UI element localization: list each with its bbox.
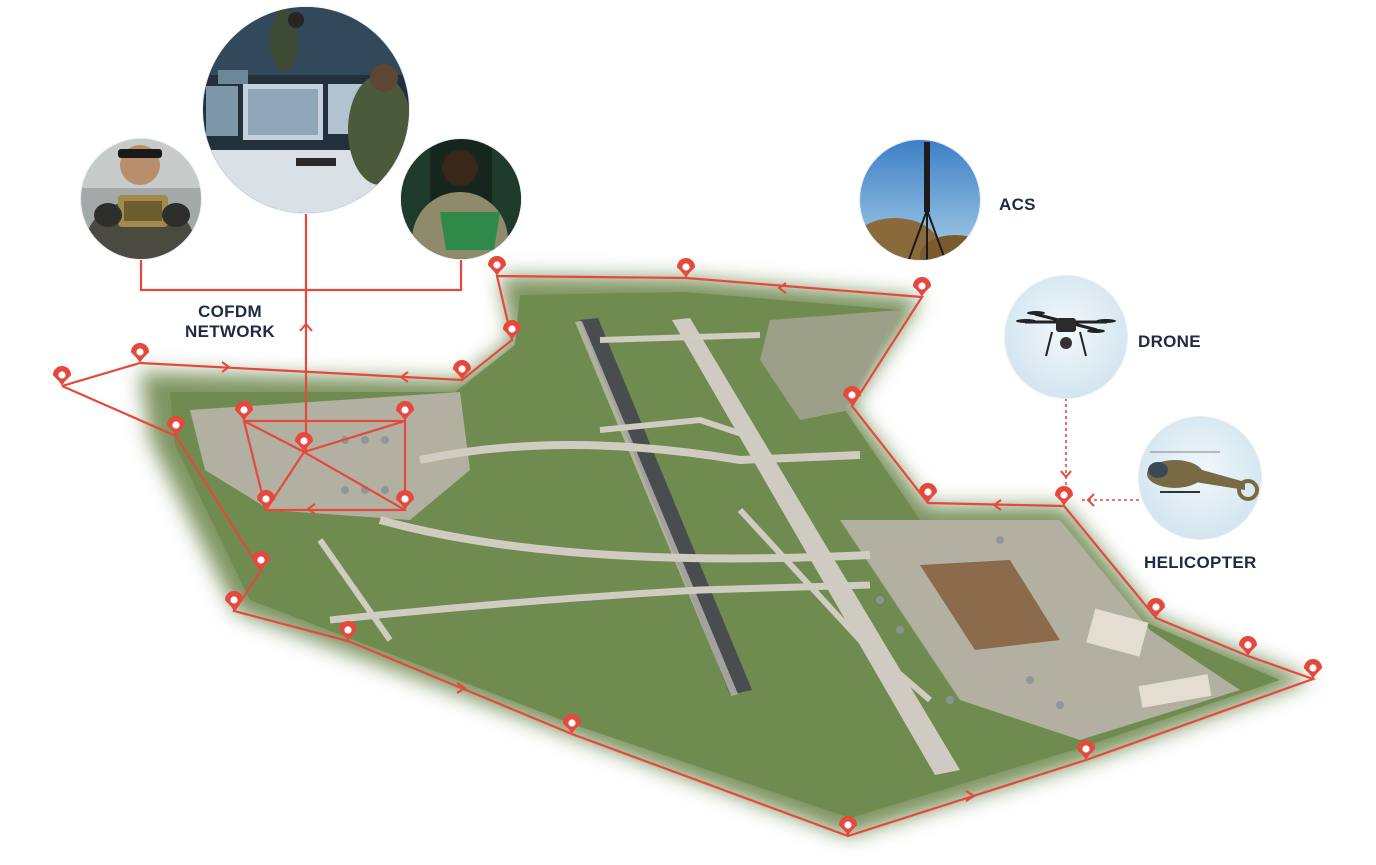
map-pin-icon [488, 256, 506, 276]
chevron-arrow-icon [399, 371, 409, 383]
map-pin-icon [1055, 486, 1073, 506]
chevron-arrow-icon [306, 503, 316, 515]
map-pin-icon [396, 490, 414, 510]
network-label: COFDM NETWORK [170, 302, 290, 342]
network-link [139, 259, 463, 292]
chevron-arrow-icon [1060, 470, 1072, 479]
map-pin-icon [225, 591, 243, 611]
map-pin-icon [453, 360, 471, 380]
map-pin-icon [339, 621, 357, 641]
chevron-arrow-icon [221, 361, 231, 373]
map-pin-icon [1147, 598, 1165, 618]
drone-label: DRONE [1138, 332, 1201, 351]
chevron-arrow-icon [965, 790, 976, 802]
acs-mast-photo [859, 139, 981, 261]
map-pin-icon [1077, 740, 1095, 760]
map-pin-icon [295, 432, 313, 452]
map-pin-icon [235, 401, 253, 421]
map-pin-icon [919, 483, 937, 503]
chevron-arrow-icon [992, 499, 1002, 511]
drone-photo [1004, 275, 1128, 399]
map-pin-icon [131, 343, 149, 363]
map-pin-icon [839, 816, 857, 836]
map-pin-icon [396, 401, 414, 421]
operations-center-photo [202, 6, 410, 214]
network-label-line1: COFDM [198, 302, 262, 321]
map-pin-icon [167, 416, 185, 436]
map-pin-icon [257, 490, 275, 510]
helicopter-label: HELICOPTER [1144, 553, 1257, 572]
map-pin-icon [1304, 659, 1322, 679]
acs-label: ACS [999, 195, 1036, 214]
chevron-arrow-icon [1086, 493, 1095, 507]
map-pin-icon [677, 258, 695, 278]
chevron-arrow-icon [777, 282, 787, 294]
helicopter-photo [1138, 416, 1262, 540]
chevron-arrow-icon [299, 322, 313, 332]
route-direction-arrows [221, 282, 1095, 802]
airbase-aerial-map [140, 276, 1312, 836]
network-label-line2: NETWORK [185, 322, 275, 341]
map-pin-icon [843, 386, 861, 406]
handheld-operator-photo [80, 138, 202, 260]
map-pin-icon [503, 320, 521, 340]
map-pin-icon [913, 277, 931, 297]
chevron-arrow-icon [456, 682, 467, 694]
map-pin-icon [1239, 636, 1257, 656]
map-pins [53, 256, 1322, 836]
map-pin-icon [252, 551, 270, 571]
map-pin-icon [53, 366, 71, 386]
map-pin-icon [563, 714, 581, 734]
